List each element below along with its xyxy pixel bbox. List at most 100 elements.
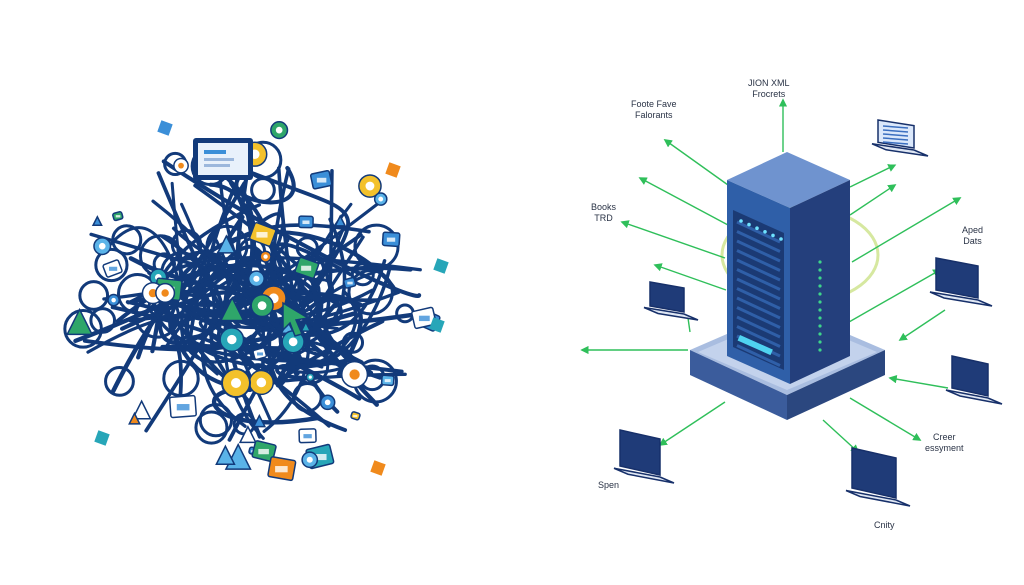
side-led [818,268,822,272]
grille-slat [736,315,781,339]
gear-icon [252,347,268,361]
music-note-icon [251,440,277,463]
google-g-icon [300,320,312,332]
cable-loop [162,359,200,398]
gear-icon [305,372,316,382]
cable-loop [341,331,365,354]
side-led [818,340,822,344]
cable-loop [63,309,103,349]
server-leds [737,219,783,356]
floating-square [94,430,110,446]
cube-icon [270,121,289,140]
server-side-leds [818,260,822,352]
cable-loop [347,268,394,316]
cube-icon [350,411,361,421]
document-icon [250,293,274,318]
grille-slat [736,239,781,263]
grille-slat [736,287,781,310]
side-led [818,316,822,320]
grille-slat [736,306,781,329]
label-bottom-left: Spen [598,480,620,490]
document-icon [173,157,189,174]
server-diagram [580,98,1003,507]
mail-icon [107,293,121,307]
grille-slat [736,220,781,244]
laptop [845,447,911,507]
gear-icon [155,282,176,304]
laptop [643,281,699,321]
status-bar [737,335,773,356]
side-led [818,308,822,312]
grille-slat [736,230,781,253]
arrow-bottom-left [658,401,726,446]
arrow-left-upper [638,177,729,226]
arrow-right-laptop [898,309,946,341]
cursor-icon [282,301,311,337]
document-icon [219,327,245,353]
chat-icon [298,215,314,229]
arrow-left-laptop [687,317,691,333]
floating-square [385,162,401,178]
cable-loop [89,307,117,334]
bulb-icon [102,259,123,278]
cursor-icon [319,394,336,411]
arrow-bottom-right [849,397,922,441]
music-note-icon [91,215,103,227]
grille-slat [736,296,781,320]
grille-slat [736,249,781,272]
location-pin-icon [341,360,369,389]
side-led [818,332,822,336]
bulb-icon [112,210,124,222]
rainbow-icon [131,399,152,420]
cube-icon [380,374,395,387]
bulb-icon [247,270,265,288]
connection-arrows [580,98,962,454]
led [747,222,751,227]
side-led [818,324,822,328]
cable-loop [194,410,229,445]
laptop [613,429,675,484]
grille-slat [736,277,781,301]
laptop [871,119,929,157]
grille-slat [736,325,781,348]
mail-icon [249,221,277,247]
led [739,219,743,223]
floating-square [370,460,386,476]
cursor-icon [215,444,236,466]
arrow-left-lower [653,263,727,291]
arrow-right-bottom-laptop [888,375,949,389]
mail-icon [334,214,347,227]
image-icon [248,369,275,396]
arrow-top-left [663,139,736,191]
arrow-bottom [822,419,860,454]
cable-loop [205,224,249,268]
chart-icon [301,451,319,469]
laptop [929,257,993,307]
music-note-icon [216,234,236,254]
location-pin-icon [267,456,297,482]
side-led [818,284,822,288]
arrow-right [851,197,962,263]
side-led [818,348,822,352]
laptop [945,355,1003,405]
laptops [613,119,1003,507]
arrow-left [620,220,726,259]
led [763,230,767,234]
server-grille [736,220,781,367]
label-bottom-center: Cnity [874,520,895,530]
cable [152,203,327,364]
cable-loop [198,402,234,438]
cable-loop [311,278,335,301]
bulb-icon [65,307,94,336]
google-g-icon [238,425,257,444]
server-side [790,180,850,384]
cursor-icon [168,394,197,419]
app-icons-cluster [65,120,449,482]
cable-loop [250,177,276,203]
server-top [727,152,850,208]
floating-square [429,317,445,333]
rainbow-icon [411,306,437,330]
